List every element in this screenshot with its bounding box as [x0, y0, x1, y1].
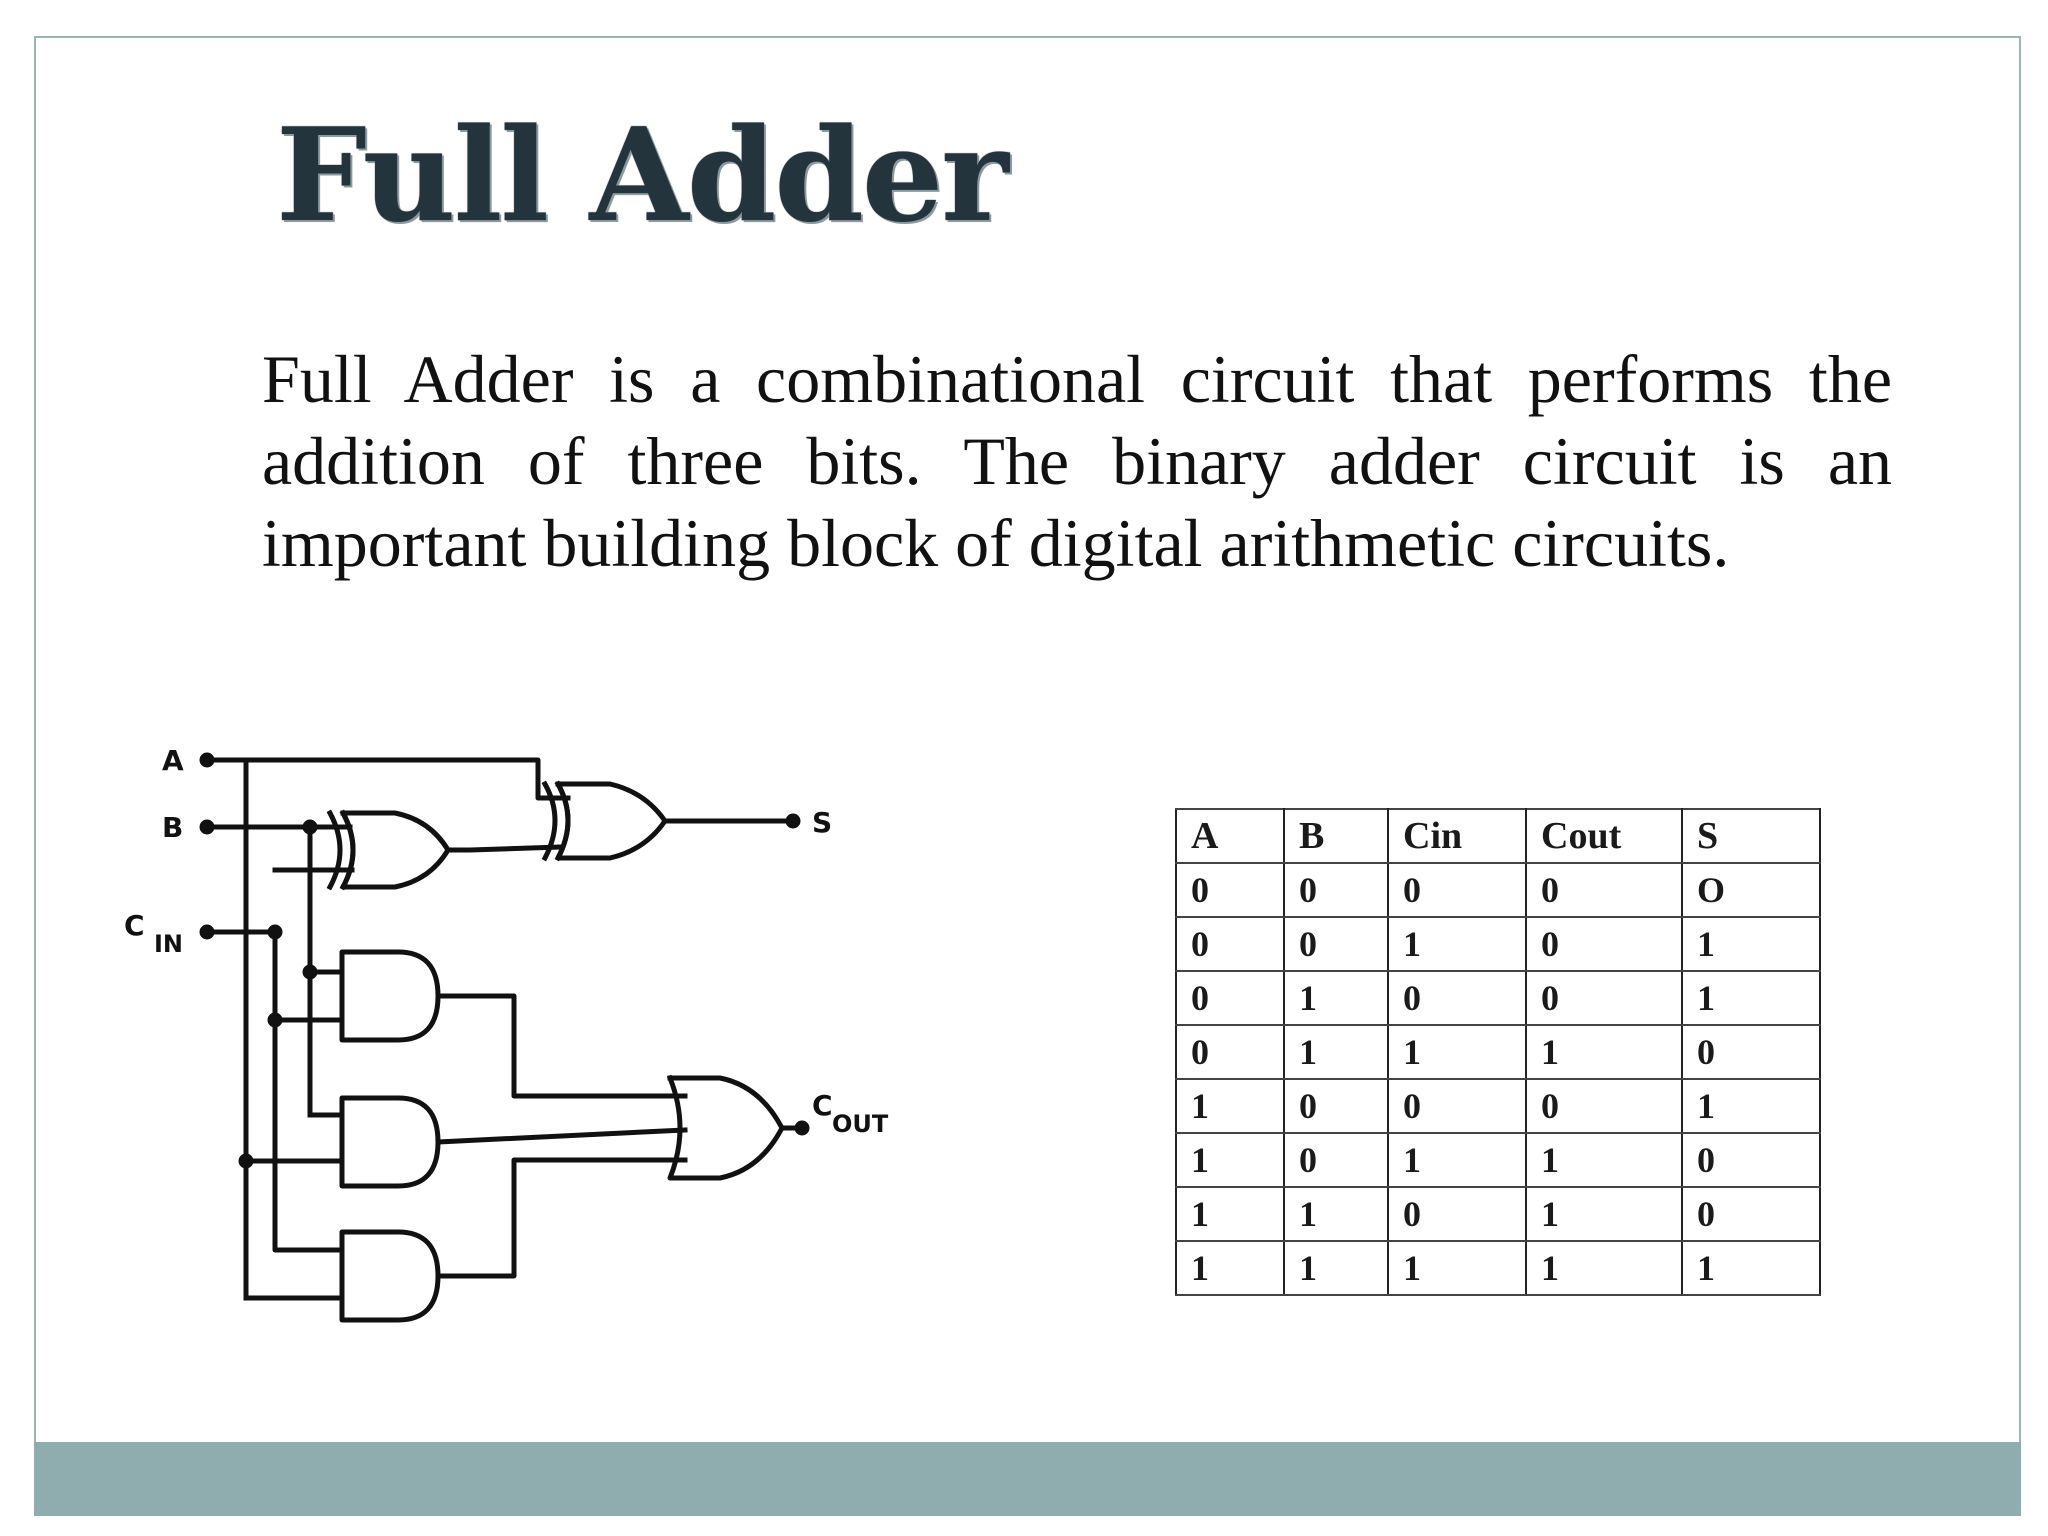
wire-cin-to-and3	[272, 1229, 345, 1253]
output-cout-subscript: OUT	[832, 1110, 889, 1138]
truth-table-header-row: A B Cin Cout S	[1175, 808, 1821, 864]
cell-b: 0	[1283, 1132, 1389, 1188]
header-s: S	[1681, 808, 1821, 864]
table-row: 1 0 1 1 0	[1175, 1132, 1821, 1188]
cell-s: O	[1681, 862, 1821, 918]
and-gate-2	[339, 1095, 441, 1189]
footer-bar	[34, 1442, 2021, 1516]
slide-description: Full Adder is a combinational circuit th…	[262, 341, 1892, 581]
cell-a: 1	[1175, 1078, 1285, 1134]
junction-dot	[302, 964, 318, 980]
table-row: 0 0 1 0 1	[1175, 916, 1821, 972]
cell-cout: 1	[1525, 1024, 1683, 1080]
cell-b: 1	[1283, 1186, 1389, 1242]
cell-cin: 1	[1387, 1132, 1527, 1188]
header-cin: Cin	[1387, 808, 1527, 864]
xor-gate-2	[541, 780, 668, 862]
cell-s: 1	[1681, 1240, 1821, 1296]
table-row: 1 1 0 1 0	[1175, 1186, 1821, 1242]
or-gate	[666, 1074, 785, 1181]
cell-cout: 0	[1525, 970, 1683, 1026]
xor-gate-1	[326, 809, 451, 891]
cell-cin: 0	[1387, 862, 1527, 918]
truth-table: A B Cin Cout S 0 0 0 0 O 0 0 1 0 1 0 1 0…	[1175, 808, 1821, 1296]
cell-s: 0	[1681, 1024, 1821, 1080]
and-gate-1	[339, 949, 441, 1043]
cell-cout: 1	[1525, 1240, 1683, 1296]
cell-b: 0	[1283, 862, 1389, 918]
cell-b: 1	[1283, 1240, 1389, 1296]
output-s-terminal	[785, 813, 801, 829]
header-a: A	[1175, 808, 1285, 864]
cell-cin: 0	[1387, 970, 1527, 1026]
cell-s: 0	[1681, 1186, 1821, 1242]
wire-xor1-out	[445, 844, 565, 853]
cell-cout: 0	[1525, 1078, 1683, 1134]
wire-and3-out	[435, 1157, 688, 1279]
input-cin-label: C	[124, 909, 145, 942]
cell-b: 1	[1283, 1024, 1389, 1080]
output-cout-terminal	[794, 1120, 810, 1136]
cell-s: 1	[1681, 1078, 1821, 1134]
cell-b: 0	[1283, 916, 1389, 972]
output-s-label: S	[812, 806, 832, 839]
cell-cin: 1	[1387, 916, 1527, 972]
table-row: 0 1 1 1 0	[1175, 1024, 1821, 1080]
cell-cin: 1	[1387, 1240, 1527, 1296]
output-cout-label: C	[812, 1089, 833, 1122]
junction-dot	[267, 1012, 283, 1028]
table-row: 1 1 1 1 1	[1175, 1240, 1821, 1296]
cell-a: 0	[1175, 916, 1285, 972]
cell-s: 1	[1681, 970, 1821, 1026]
cell-s: 1	[1681, 916, 1821, 972]
cell-cin: 0	[1387, 1078, 1527, 1134]
cell-s: 0	[1681, 1132, 1821, 1188]
junction-dot	[267, 924, 283, 940]
and-gate-3	[339, 1229, 441, 1323]
table-row: 0 0 0 0 O	[1175, 862, 1821, 918]
cell-cout: 1	[1525, 1132, 1683, 1188]
cell-b: 1	[1283, 970, 1389, 1026]
header-b: B	[1283, 808, 1389, 864]
junction-dot	[302, 819, 318, 835]
cell-cout: 1	[1525, 1186, 1683, 1242]
slide-title: Full Adder	[276, 101, 1009, 251]
cell-b: 0	[1283, 1078, 1389, 1134]
input-cin-subscript: IN	[154, 930, 183, 958]
header-cout: Cout	[1525, 808, 1683, 864]
cell-a: 1	[1175, 1186, 1285, 1242]
wire-a-to-xor2	[204, 757, 571, 801]
wire-and1-out	[435, 993, 688, 1099]
cell-a: 0	[1175, 862, 1285, 918]
cell-cout: 0	[1525, 862, 1683, 918]
cell-cin: 1	[1387, 1024, 1527, 1080]
cell-cout: 0	[1525, 916, 1683, 972]
cell-a: 0	[1175, 970, 1285, 1026]
cell-cin: 0	[1387, 1186, 1527, 1242]
input-a-label: A	[162, 744, 184, 777]
table-row: 0 1 0 0 1	[1175, 970, 1821, 1026]
full-adder-circuit-diagram: A B C IN S	[124, 744, 889, 1323]
input-b-label: B	[162, 811, 183, 844]
wire-and2-out	[435, 1127, 688, 1145]
cell-a: 0	[1175, 1024, 1285, 1080]
table-row: 1 0 0 0 1	[1175, 1078, 1821, 1134]
cell-a: 1	[1175, 1240, 1285, 1296]
junction-dot	[238, 1153, 254, 1169]
cell-a: 1	[1175, 1132, 1285, 1188]
